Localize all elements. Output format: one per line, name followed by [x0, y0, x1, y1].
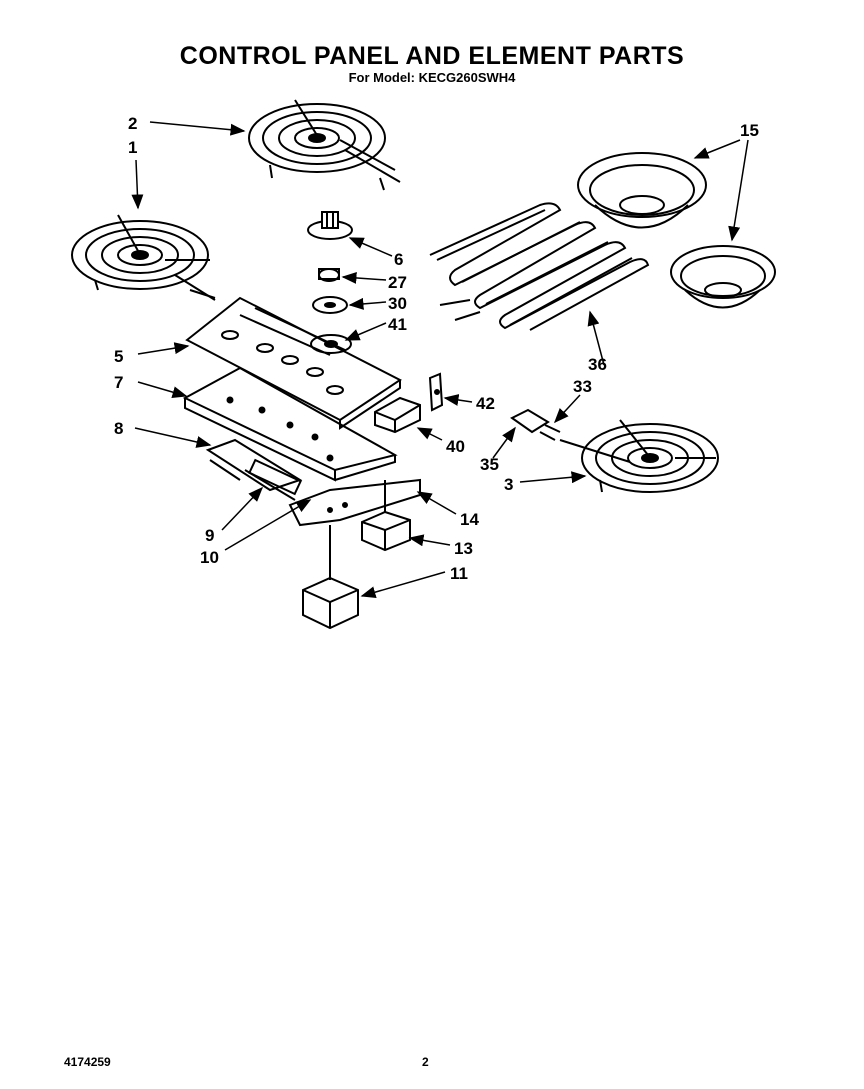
surface-element-1 — [71, 214, 216, 301]
callout-8: 8 — [114, 419, 123, 438]
callout-14: 14 — [460, 510, 479, 529]
page-number: 2 — [422, 1055, 429, 1069]
callout-9: 9 — [205, 526, 214, 545]
callout-42: 42 — [476, 394, 495, 413]
callout-11: 11 — [450, 564, 468, 583]
infinite-switch-11 — [302, 525, 359, 630]
bracket-42 — [428, 372, 444, 412]
callout-1: 1 — [128, 138, 137, 157]
surface-element-3 — [559, 419, 719, 493]
callout-10: 10 — [200, 548, 219, 567]
bake-element-36 — [429, 202, 650, 331]
washer-30 — [312, 296, 348, 314]
document-number: 4174259 — [64, 1055, 111, 1069]
page-title: CONTROL PANEL AND ELEMENT PARTS — [179, 42, 685, 70]
terminal-block-33 — [510, 408, 561, 441]
drip-bowls-15 — [577, 152, 776, 309]
callout-41: 41 — [388, 315, 407, 334]
callout-3: 3 — [504, 475, 513, 494]
leader-lines — [131, 121, 749, 599]
callout-13: 13 — [454, 539, 473, 558]
callout-35: 35 — [480, 455, 499, 474]
callout-30: 30 — [388, 294, 407, 313]
model-subtitle: For Model: KECG260SWH4 — [348, 70, 516, 85]
knob-6 — [307, 211, 353, 240]
spacer-27 — [318, 268, 340, 282]
callout-5: 5 — [114, 347, 123, 366]
callout-40: 40 — [446, 437, 465, 456]
callout-27: 27 — [388, 273, 407, 292]
callout-15: 15 — [740, 121, 759, 140]
callout-36: 36 — [588, 355, 607, 374]
switch-40 — [374, 396, 421, 434]
part-13 — [361, 480, 411, 552]
surface-element-2 — [248, 99, 401, 191]
callout-7: 7 — [114, 373, 123, 392]
bracket-8 — [205, 438, 303, 501]
control-panel-5 — [185, 296, 402, 430]
panel-7 — [182, 366, 398, 482]
callout-33: 33 — [573, 377, 592, 396]
callout-6: 6 — [394, 250, 403, 269]
callout-2: 2 — [128, 114, 137, 133]
bracket-14 — [288, 478, 421, 527]
